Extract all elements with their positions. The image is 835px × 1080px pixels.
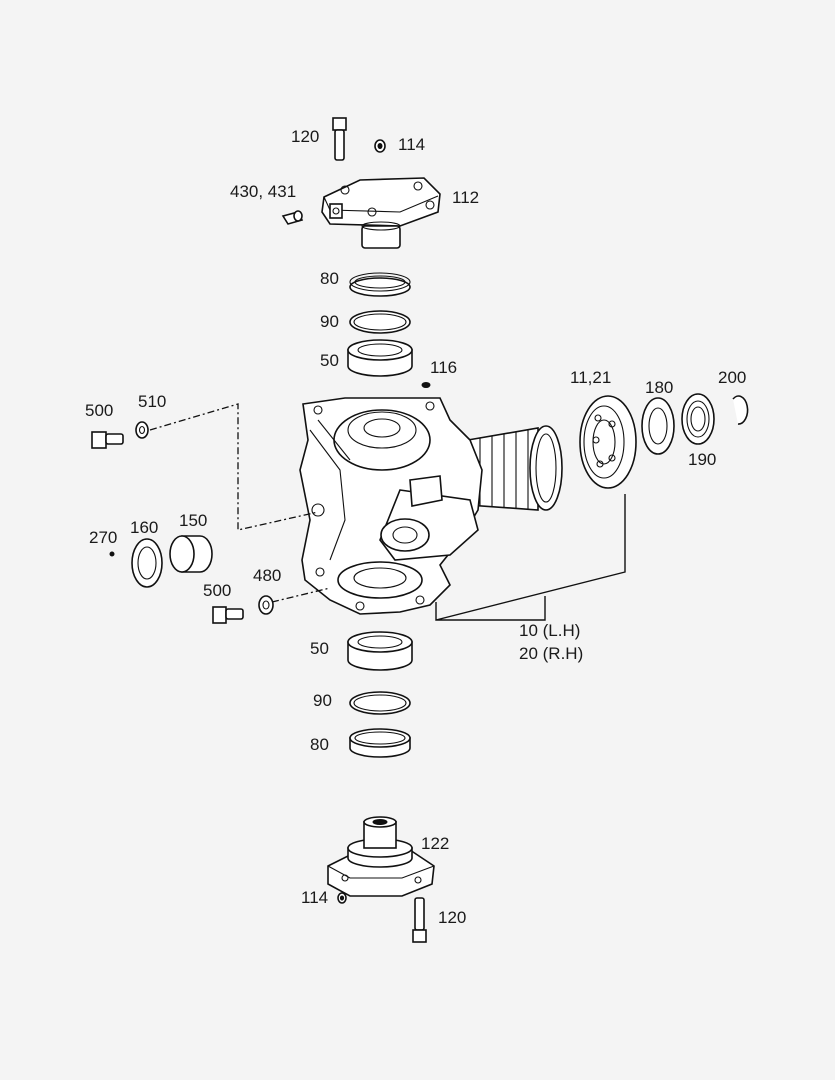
- ring-80-top[interactable]: [349, 272, 411, 297]
- label-160: 160: [130, 518, 158, 537]
- label-500-left: 500: [85, 401, 113, 420]
- label-20-rh: 20 (R.H): [519, 644, 583, 663]
- bolt-120-top[interactable]: [332, 117, 347, 161]
- bolt-500-mid[interactable]: [212, 606, 244, 624]
- seal-190[interactable]: [681, 393, 715, 445]
- king-pin-cover-112[interactable]: [321, 177, 441, 249]
- label-180: 180: [645, 378, 673, 397]
- label-50-bottom: 50: [310, 639, 329, 658]
- bushing-150[interactable]: [169, 535, 213, 573]
- bearing-50-bottom[interactable]: [347, 631, 413, 671]
- seal-carrier-11-21[interactable]: [579, 395, 637, 489]
- label-10-lh: 10 (L.H): [519, 621, 580, 640]
- king-pin-122[interactable]: [327, 816, 435, 897]
- label-120-top: 120: [291, 127, 319, 146]
- label-510: 510: [138, 392, 166, 411]
- label-480: 480: [253, 566, 281, 585]
- o-ring-90-bottom[interactable]: [349, 691, 411, 715]
- bracket-10-20: [435, 494, 626, 621]
- screw-114-bottom[interactable]: [337, 892, 347, 904]
- plug-116[interactable]: [421, 382, 431, 388]
- label-80-bottom: 80: [310, 735, 329, 754]
- snap-ring-200[interactable]: [732, 395, 749, 425]
- label-190: 190: [688, 450, 716, 469]
- bolt-500-left[interactable]: [91, 431, 124, 449]
- label-116: 116: [430, 358, 457, 377]
- label-430-431: 430, 431: [230, 182, 296, 201]
- steering-knuckle-housing[interactable]: [299, 397, 563, 615]
- washer-480[interactable]: [258, 595, 274, 615]
- label-114-top: 114: [398, 135, 425, 154]
- screw-114-top[interactable]: [374, 139, 386, 153]
- dash-line-lower: [271, 587, 331, 603]
- label-500-mid: 500: [203, 581, 231, 600]
- washer-510[interactable]: [135, 421, 149, 439]
- o-ring-90-top[interactable]: [349, 310, 411, 334]
- label-90-bottom: 90: [313, 691, 332, 710]
- bearing-50-top[interactable]: [347, 339, 413, 377]
- label-150: 150: [179, 511, 207, 530]
- fitting-430-431[interactable]: [281, 210, 304, 225]
- label-200: 200: [718, 368, 746, 387]
- label-11-21: 11,21: [570, 368, 611, 387]
- label-50-top: 50: [320, 351, 339, 370]
- label-270: 270: [89, 528, 117, 547]
- washer-180[interactable]: [641, 397, 675, 455]
- bolt-120-bottom[interactable]: [412, 897, 427, 943]
- label-80-top: 80: [320, 269, 339, 288]
- label-122: 122: [421, 834, 449, 853]
- label-112: 112: [452, 188, 479, 207]
- seal-160[interactable]: [131, 538, 163, 588]
- label-120-bottom: 120: [438, 908, 466, 927]
- ring-80-bottom[interactable]: [349, 728, 411, 758]
- label-90-top: 90: [320, 312, 339, 331]
- plug-270[interactable]: [109, 551, 115, 557]
- label-114-bottom: 114: [301, 888, 328, 907]
- dash-line-upper: [149, 403, 319, 531]
